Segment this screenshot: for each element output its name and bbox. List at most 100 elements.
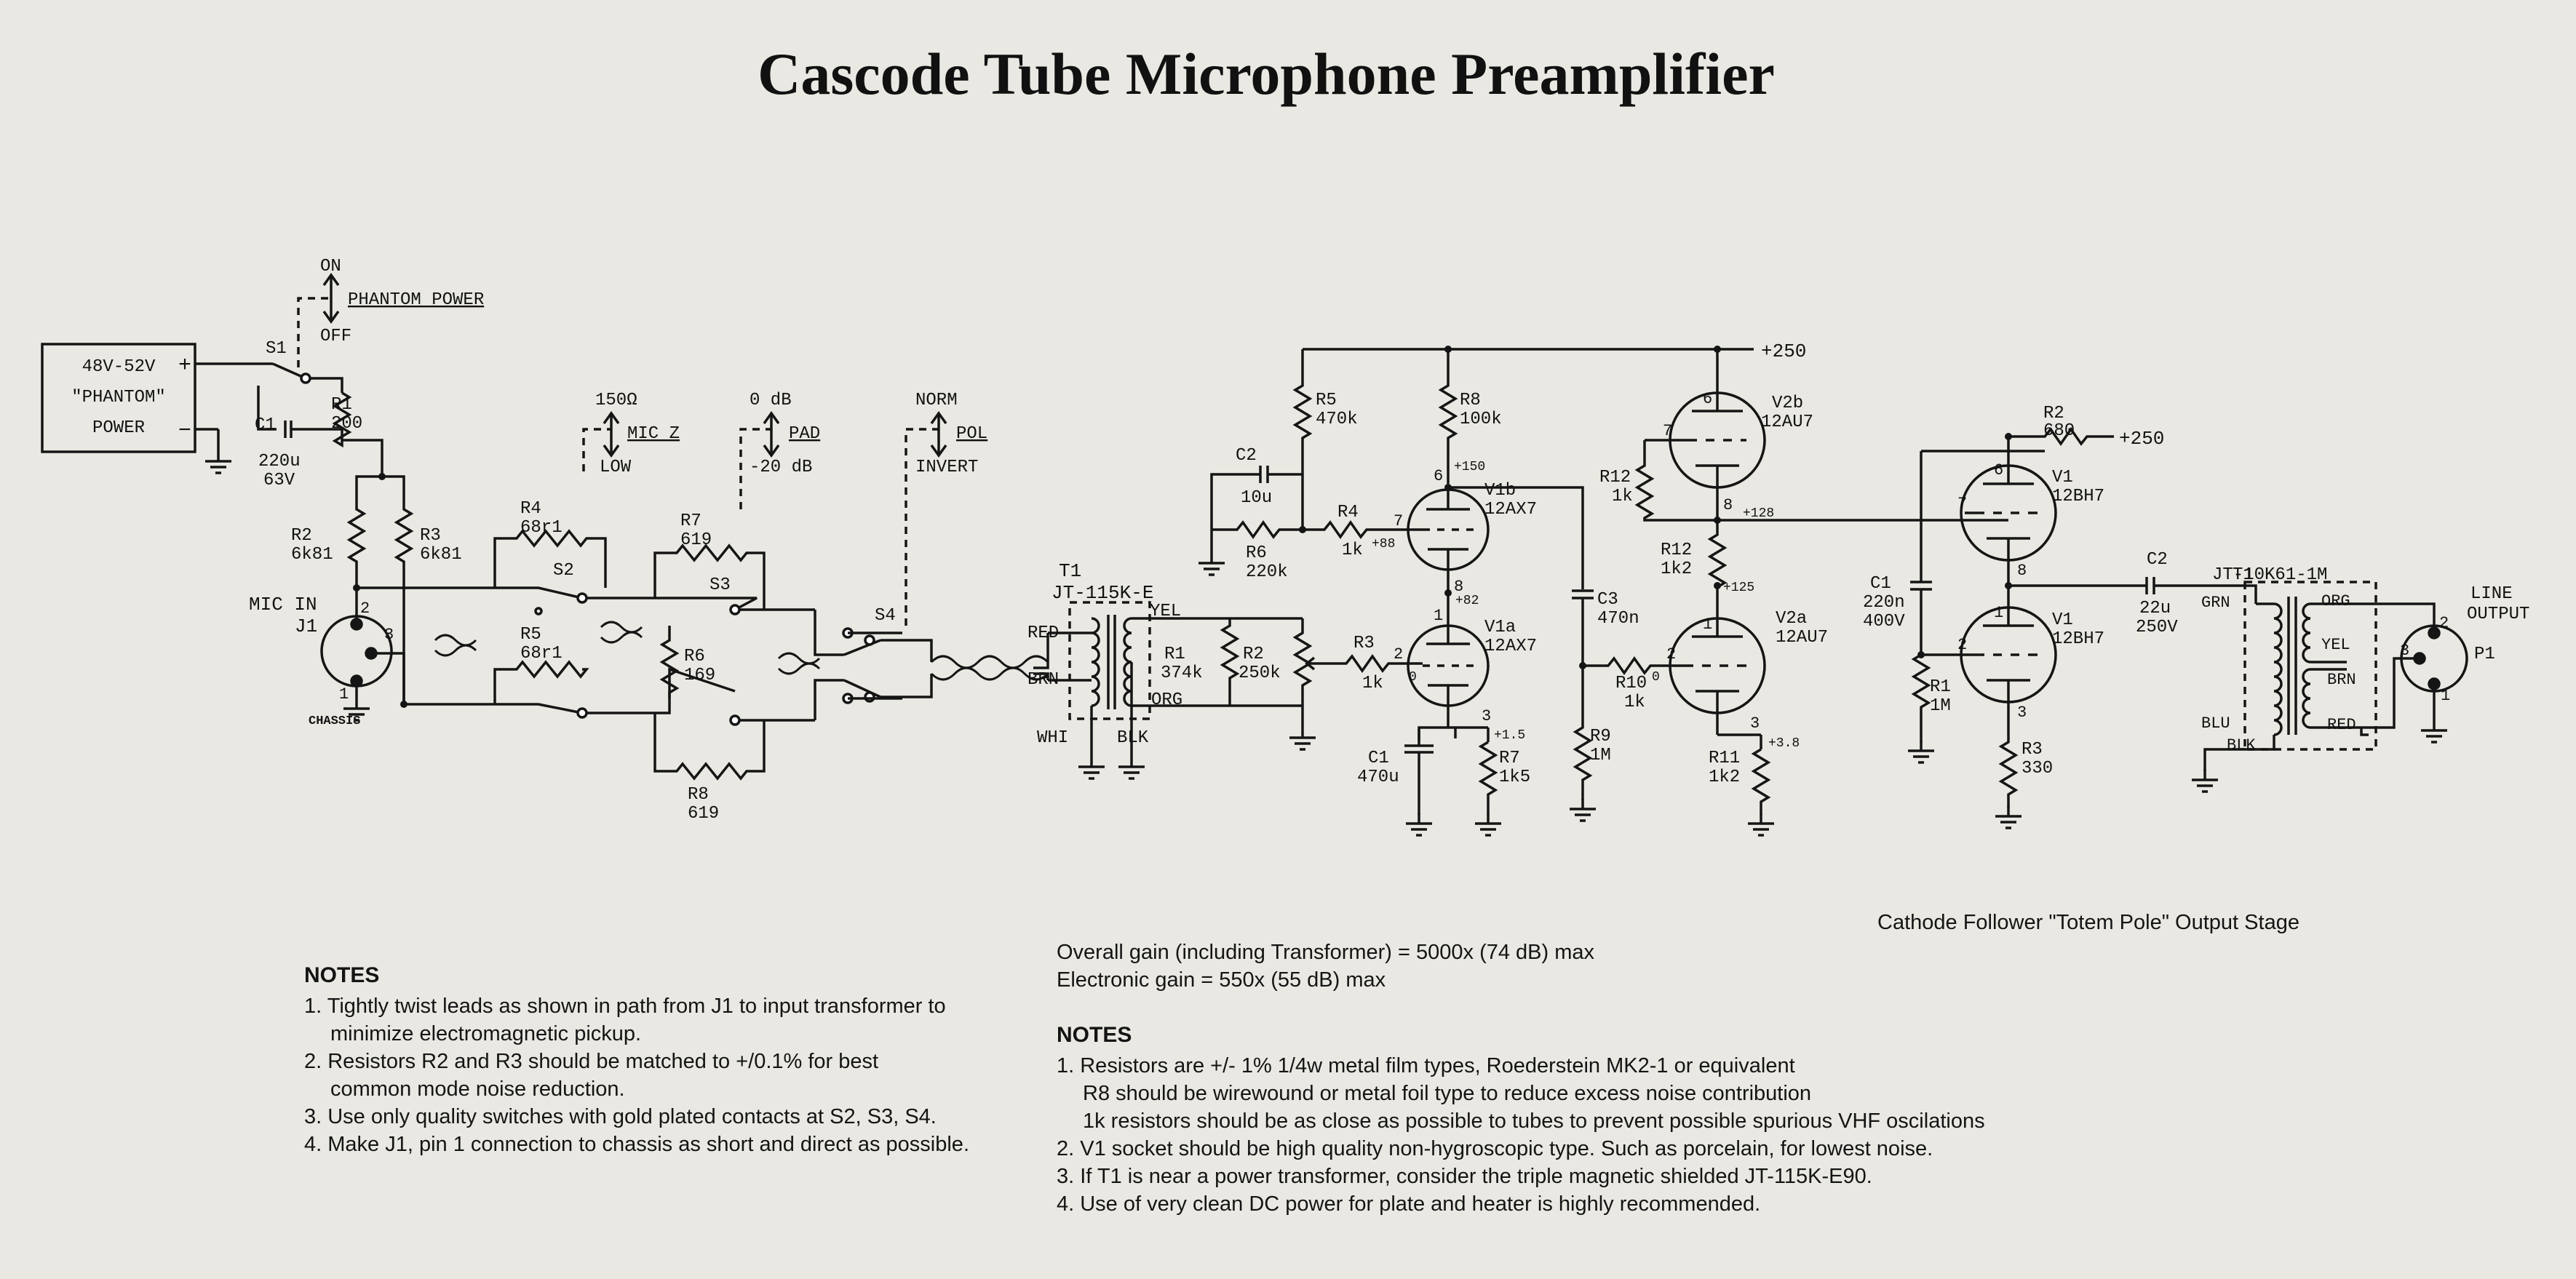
svg-text:BLK: BLK: [2227, 736, 2256, 754]
svg-text:C2: C2: [2147, 550, 2168, 570]
svg-text:JT-10K61-1M: JT-10K61-1M: [2212, 565, 2327, 585]
svg-text:220u: 220u: [258, 452, 301, 471]
svg-text:T1: T1: [1059, 560, 1081, 582]
svg-text:YEL: YEL: [1150, 602, 1181, 621]
svg-text:GRN: GRN: [2201, 594, 2230, 612]
overall-gain: Overall gain (including Transformer) = 5…: [1057, 941, 1595, 964]
notes-left: NOTES 1. Tightly twist leads as shown in…: [304, 962, 1046, 1158]
potentiometer-r2: [1230, 618, 1319, 728]
resistor-r10: [1583, 656, 1685, 676]
svg-text:R3: R3: [420, 526, 441, 546]
svg-text:V1: V1: [2052, 468, 2073, 487]
output-transformer-t1: T1 JT-10K61-1M GRN BLU BLK ORG YEL BRN R…: [2190, 565, 2377, 793]
pol-control: NORM POL INVERT: [905, 391, 987, 626]
note-right-1c: 1k resistors should be as close as possi…: [1083, 1109, 1985, 1133]
note-right-2: 2. V1 socket should be high quality non-…: [1057, 1137, 1933, 1160]
svg-text:12AU7: 12AU7: [1761, 413, 1813, 432]
svg-text:2: 2: [2439, 614, 2449, 632]
resistor-r7: [653, 543, 766, 610]
s1-label: S1: [266, 339, 287, 359]
svg-text:R7: R7: [680, 511, 701, 531]
svg-text:3: 3: [384, 626, 394, 644]
svg-text:6: 6: [1703, 390, 1712, 408]
svg-text:1k: 1k: [1612, 487, 1633, 506]
svg-text:BLK: BLK: [1117, 728, 1149, 748]
resistor-r3-330: [1998, 728, 2019, 808]
note-left-4: 4. Make J1, pin 1 connection to chassis …: [304, 1133, 969, 1156]
input-bus: [357, 586, 495, 706]
svg-text:V2b: V2b: [1772, 394, 1803, 413]
svg-text:+3.8: +3.8: [1768, 736, 1800, 751]
svg-text:3: 3: [2017, 704, 2027, 722]
svg-text:S2: S2: [553, 561, 574, 581]
svg-text:J1: J1: [295, 615, 317, 637]
svg-text:6k81: 6k81: [291, 545, 333, 565]
note-left-1b: minimize electromagnetic pickup.: [330, 1022, 642, 1045]
svg-text:R9: R9: [1590, 727, 1611, 746]
svg-text:R10: R10: [1615, 674, 1647, 693]
svg-text:470n: 470n: [1597, 609, 1639, 629]
svg-text:0 dB: 0 dB: [750, 391, 792, 410]
note-left-2: 2. Resistors R2 and R3 should be matched…: [304, 1050, 879, 1073]
svg-text:C1: C1: [1870, 574, 1891, 594]
svg-text:R5: R5: [520, 625, 541, 645]
svg-text:R5: R5: [1316, 391, 1337, 410]
svg-text:470k: 470k: [1316, 410, 1358, 429]
notes-right-heading: NOTES: [1057, 1023, 1132, 1047]
c3-r9-network: [1448, 486, 1594, 800]
line-output-connector-p1: LINE OUTPUT P1 2 3 1: [2350, 584, 2529, 744]
svg-text:1k: 1k: [1342, 541, 1363, 560]
resistor-r8: [653, 713, 766, 781]
svg-text:R3: R3: [2022, 740, 2043, 760]
notes-right: NOTES 1. Resistors are +/- 1% 1/4w metal…: [1057, 1021, 2476, 1218]
svg-text:22u: 22u: [2139, 599, 2171, 618]
switch-s4: [814, 610, 881, 720]
svg-text:2: 2: [1957, 636, 1967, 654]
svg-text:ORG: ORG: [1151, 690, 1182, 710]
svg-text:619: 619: [680, 530, 712, 550]
svg-text:2: 2: [360, 599, 370, 618]
capacitor-c1-220n: [1910, 451, 1932, 742]
svg-text:S3: S3: [709, 575, 731, 595]
svg-text:470u: 470u: [1357, 768, 1399, 787]
svg-text:V2a: V2a: [1776, 609, 1807, 629]
plus-label: +: [178, 354, 191, 378]
resistor-r4-1k: [1303, 519, 1408, 540]
svg-text:10u: 10u: [1241, 488, 1272, 508]
output-stage-caption: Cathode Follower "Totem Pole" Output Sta…: [1877, 911, 2299, 934]
svg-text:68r1: 68r1: [520, 518, 562, 538]
svg-text:+88: +88: [1372, 537, 1395, 551]
svg-text:12AU7: 12AU7: [1776, 628, 1828, 648]
svg-text:220k: 220k: [1246, 562, 1288, 582]
svg-text:63V: 63V: [263, 471, 295, 490]
svg-text:1M: 1M: [1930, 696, 1951, 716]
svg-text:0: 0: [1652, 670, 1660, 685]
svg-text:374k: 374k: [1161, 664, 1203, 683]
note-right-3: 3. If T1 is near a power transformer, co…: [1057, 1165, 1872, 1188]
svg-text:LINE: LINE: [2470, 584, 2513, 604]
svg-text:R1: R1: [331, 395, 352, 415]
svg-text:T1: T1: [2233, 565, 2254, 585]
svg-text:6: 6: [1994, 461, 2003, 479]
resistor-r1: [332, 391, 383, 477]
svg-text:WHI: WHI: [1037, 728, 1068, 748]
svg-text:8: 8: [1454, 578, 1463, 596]
tube-v1b: 6 7 8 V1b 12AX7 +88: [1372, 467, 1537, 596]
mic-z-control: 150Ω MIC Z LOW: [582, 391, 680, 477]
svg-text:P1: P1: [2474, 645, 2495, 664]
svg-text:NORM: NORM: [915, 391, 958, 410]
switch-s2: [495, 586, 640, 714]
svg-text:RED: RED: [1027, 623, 1059, 643]
svg-text:1: 1: [1703, 615, 1712, 634]
on-label: ON: [320, 257, 341, 276]
resistor-r5-470k: [1292, 349, 1313, 527]
svg-text:C3: C3: [1597, 590, 1618, 610]
svg-text:+250: +250: [1761, 340, 1806, 362]
svg-text:7: 7: [1663, 422, 1672, 440]
svg-text:R2: R2: [1243, 645, 1264, 664]
svg-text:V1b: V1b: [1484, 481, 1516, 501]
resistor-r6: [659, 626, 680, 698]
svg-text:LOW: LOW: [600, 458, 632, 477]
svg-text:2: 2: [1394, 645, 1403, 664]
